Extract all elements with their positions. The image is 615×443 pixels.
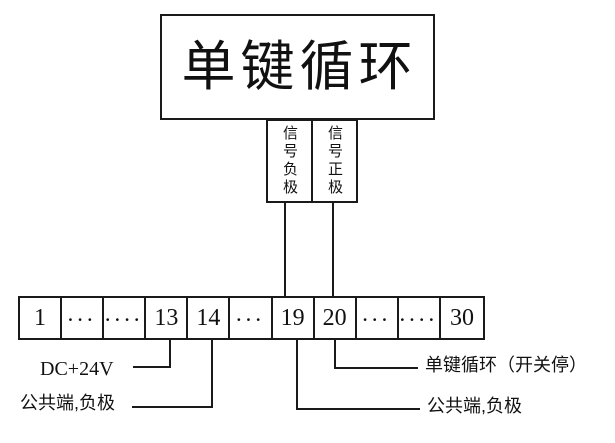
signal-negative-box: 信号负极 xyxy=(268,121,313,201)
terminal-cell-dots-c: ··· xyxy=(230,298,273,338)
label-common-negative-right: 公共端,负极 xyxy=(427,396,523,416)
terminal-cell-dots-d: ··· xyxy=(357,298,399,338)
label-dc-24v: DC+24V xyxy=(40,358,114,380)
device-box: 单键循环 xyxy=(160,14,435,120)
wire-signal-negative xyxy=(284,203,286,296)
wire-terminal-14-drop xyxy=(211,340,213,408)
wire-terminal-19-drop xyxy=(296,340,298,410)
terminal-cell-30: 30 xyxy=(449,304,474,331)
terminal-strip: 1 ··· ···· 13 14 ··· 19 20 ··· ···· 30 xyxy=(18,296,485,340)
signal-negative-label: 信号负极 xyxy=(281,125,298,197)
wire-terminal-20-leader xyxy=(334,367,418,369)
terminal-cell-14: 14 xyxy=(188,298,231,338)
signal-positive-label: 信号正极 xyxy=(326,125,343,197)
wire-terminal-19-leader xyxy=(296,408,420,410)
wire-signal-positive xyxy=(332,203,334,296)
device-label: 单键循环 xyxy=(181,37,418,97)
wire-terminal-20-drop xyxy=(334,340,336,369)
terminal-cell-19: 19 xyxy=(273,298,315,338)
terminal-cell-20: 20 xyxy=(315,298,357,338)
signal-label-boxes: 信号负极 信号正极 xyxy=(266,119,358,203)
wire-terminal-14-leader xyxy=(132,406,213,408)
terminal-cell-1: 1 xyxy=(20,298,63,338)
label-common-negative-left: 公共端,负极 xyxy=(20,393,116,413)
signal-positive-box: 信号正极 xyxy=(313,121,356,201)
label-single-key-loop: 单键循环（开关停） xyxy=(425,355,587,375)
terminal-cell-13: 13 xyxy=(146,298,189,338)
terminal-cell-dots-b: ···· xyxy=(104,298,147,338)
terminal-cell-dots-a: ··· xyxy=(62,298,105,338)
wire-terminal-13-drop xyxy=(169,340,171,368)
terminal-cell-dots-e: ···· xyxy=(399,298,441,338)
wire-terminal-13-leader xyxy=(133,366,171,368)
